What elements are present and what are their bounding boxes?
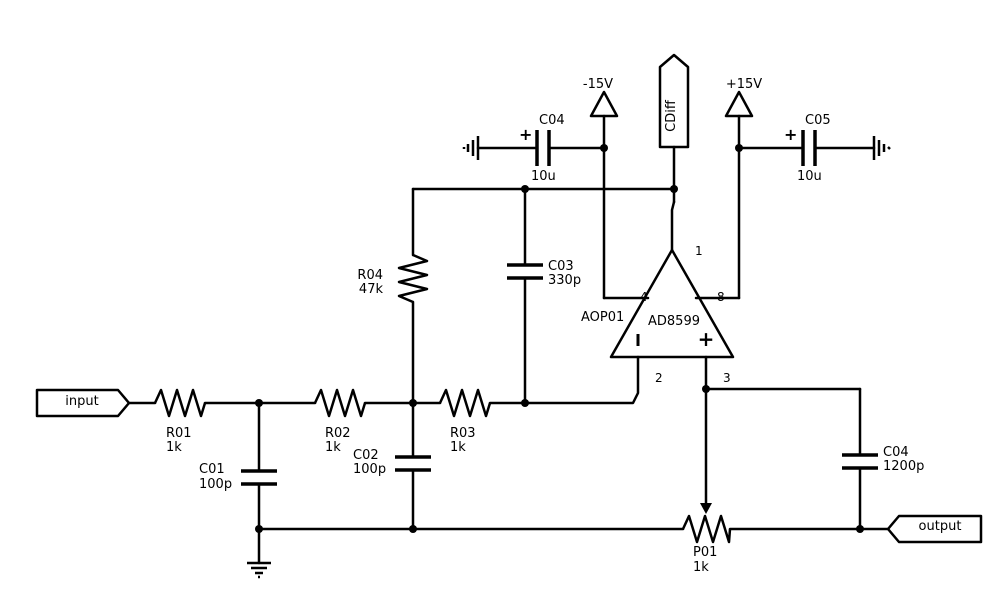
input-port: input (35, 388, 131, 418)
r03-ref: R03 (450, 426, 476, 441)
junction-dot (255, 525, 263, 533)
p01-ref: P01 (693, 545, 717, 560)
resistor-r01: R01 1k (153, 388, 207, 455)
cdiff-port-label: CDiff (664, 99, 679, 132)
pos-supply-triangle (724, 90, 754, 118)
opamp-pin-vpos: 8 (717, 290, 725, 304)
junction-dot (409, 525, 417, 533)
opamp-noninv-sign: + (698, 327, 715, 351)
junction-dot (702, 385, 710, 393)
resistor-zigzag (153, 388, 207, 418)
r02-value: 1k (325, 440, 341, 455)
input-port-shape (35, 388, 131, 418)
c04-dec-ref: C04 (539, 113, 565, 128)
potentiometer-zigzag (681, 514, 732, 544)
r01-value: 1k (166, 440, 182, 455)
junction-dot (856, 525, 864, 533)
wire-r03-inv-input (488, 355, 640, 405)
c04-out-ref: C04 (883, 445, 909, 460)
ground-symbol-right (872, 136, 891, 160)
ground-symbol-bottom (247, 561, 271, 579)
potentiometer-p01: P01 1k (681, 503, 732, 575)
wires (127, 114, 890, 565)
c04-dec-polarity: + (519, 125, 532, 144)
c02-value: 100p (353, 462, 386, 477)
resistor-r02: R02 1k (313, 388, 367, 455)
potentiometer-wiper-arrow (700, 503, 712, 514)
neg-supply-label: -15V (583, 77, 613, 92)
resistor-r04: R04 47k (357, 253, 429, 304)
c02-ref: C02 (353, 448, 379, 463)
junction-dot (735, 144, 743, 152)
p01-value: 1k (693, 560, 709, 575)
c03-value: 330p (548, 273, 581, 288)
c01-ref: C01 (199, 462, 225, 477)
capacitor-c04-decoupling: + C04 10u (519, 113, 565, 184)
neg-supply-triangle (589, 90, 619, 118)
opamp-pin-noninv: 3 (723, 371, 731, 385)
junction-dot (255, 399, 263, 407)
r04-ref: R04 (357, 268, 383, 283)
junction-dot (600, 144, 608, 152)
neg-supply-symbol: -15V (583, 77, 619, 118)
pos-supply-label: +15V (726, 77, 762, 92)
resistor-zigzag (313, 388, 367, 418)
junctions (255, 144, 864, 533)
opamp-pin-vneg: 4 (640, 290, 648, 304)
output-port: output (886, 514, 983, 544)
junction-dot (670, 185, 678, 193)
opamp-ref: AOP01 (581, 310, 624, 325)
ground-bar (887, 146, 891, 150)
c04-out-value: 1200p (883, 459, 924, 474)
c05-ref: C05 (805, 113, 831, 128)
r01-ref: R01 (166, 426, 192, 441)
c03-ref: C03 (548, 259, 574, 274)
resistor-r03: R03 1k (438, 388, 492, 455)
r04-value: 47k (359, 282, 384, 297)
capacitor-c04-output: C04 1200p (842, 445, 924, 474)
resistor-zigzag (397, 253, 429, 304)
opamp-triangle (609, 248, 735, 359)
capacitor-c01: C01 100p (199, 462, 277, 492)
c05-value: 10u (797, 169, 822, 184)
c04-dec-value: 10u (531, 169, 556, 184)
r03-value: 1k (450, 440, 466, 455)
junction-dot (409, 399, 417, 407)
input-port-label: input (65, 394, 98, 409)
junction-dot (521, 399, 529, 407)
capacitor-c03: C03 330p (507, 259, 581, 288)
cdiff-port-shape (658, 53, 690, 149)
cdiff-port: CDiff (658, 53, 690, 149)
opamp-pin-inv: 2 (655, 371, 663, 385)
junction-dot (521, 185, 529, 193)
opamp-value: AD8599 (648, 314, 700, 329)
ground-symbol-left (462, 136, 480, 160)
resistor-zigzag (438, 388, 492, 418)
wire-opamp-output (670, 200, 676, 252)
capacitor-c05: + C05 10u (784, 113, 831, 184)
output-port-shape (886, 514, 983, 544)
opamp-aop01: + AD8599 AOP01 1 2 3 4 8 (581, 244, 735, 385)
c05-polarity: + (784, 125, 797, 144)
c01-value: 100p (199, 477, 232, 492)
r02-ref: R02 (325, 426, 351, 441)
output-port-label: output (919, 519, 962, 534)
pos-supply-symbol: +15V (724, 77, 762, 118)
opamp-pin-output: 1 (695, 244, 703, 258)
capacitor-c02: C02 100p (353, 448, 431, 477)
